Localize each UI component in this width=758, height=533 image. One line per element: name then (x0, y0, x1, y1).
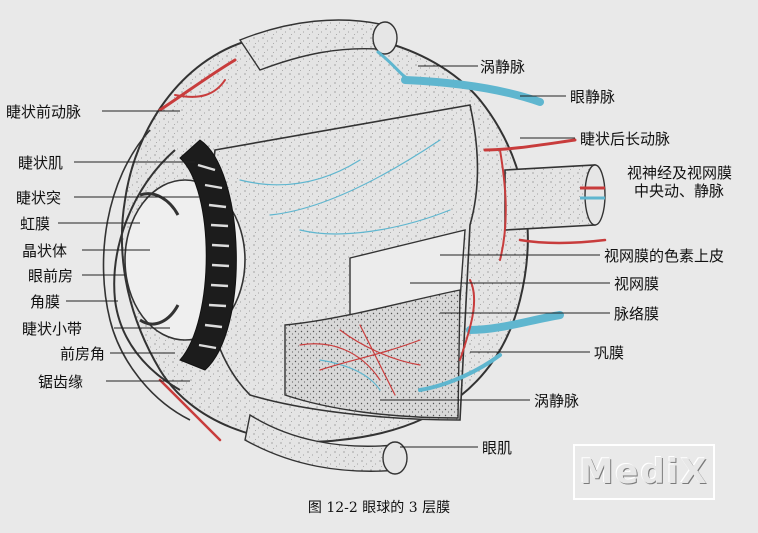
label-ora-serrata: 锯齿缘 (38, 373, 84, 391)
label-choroid: 脉络膜 (614, 305, 660, 323)
leader-lines (58, 65, 610, 448)
label-ophthalmic-vein: 眼静脉 (570, 88, 616, 106)
label-cornea: 角膜 (30, 293, 61, 311)
label-anterior-chamber: 眼前房 (28, 267, 74, 285)
sclera-front (102, 129, 191, 421)
label-optic-nerve-line1: 视神经及视网膜 (627, 164, 733, 182)
label-lens: 晶状体 (22, 242, 68, 260)
watermark-text: MediX (579, 452, 709, 492)
cornea (113, 149, 181, 391)
choroid-window (284, 289, 461, 419)
label-vortex-vein-bottom: 涡静脉 (534, 392, 580, 410)
ciliary-body (179, 139, 237, 371)
label-retinal-pigment-epithelium: 视网膜的色素上皮 (604, 247, 725, 265)
medix-watermark: MediX (573, 444, 715, 500)
label-long-posterior-ciliary-artery: 睫状后长动脉 (580, 130, 671, 148)
label-ciliary-muscle: 睫状肌 (18, 154, 64, 172)
label-anterior-chamber-angle: 前房角 (60, 345, 106, 363)
label-iris: 虹膜 (20, 215, 51, 233)
label-anterior-ciliary-artery: 睫状前动脉 (6, 103, 82, 121)
label-retina: 视网膜 (614, 275, 660, 293)
label-ciliary-zonule: 睫状小带 (22, 320, 83, 338)
label-eye-muscle: 眼肌 (482, 439, 513, 457)
label-vortex-vein-top: 涡静脉 (480, 58, 526, 76)
label-optic-nerve-line2: 中央动、静脉 (634, 182, 725, 200)
figure-caption: 图 12-2 眼球的 3 层膜 (307, 500, 451, 516)
label-ciliary-process: 睫状突 (16, 189, 62, 207)
label-sclera: 巩膜 (594, 344, 625, 362)
